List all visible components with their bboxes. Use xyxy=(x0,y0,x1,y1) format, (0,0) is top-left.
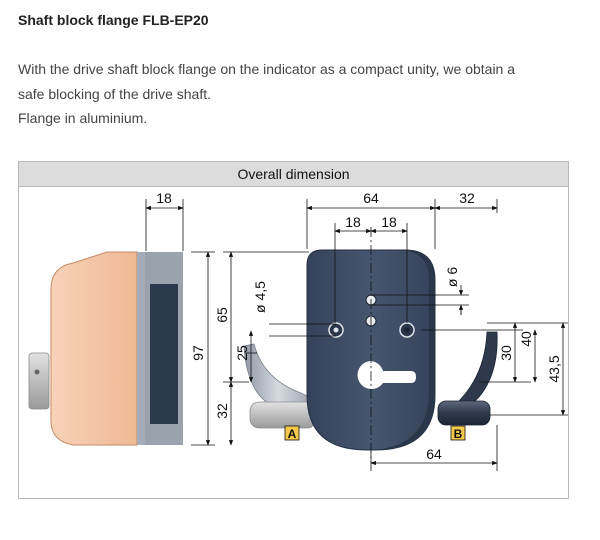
dim-diameter-4-5: ø 4,5 xyxy=(252,281,268,313)
dim-18-right: 18 xyxy=(381,214,397,230)
flange-edge xyxy=(373,250,435,450)
dimension-lines xyxy=(145,199,573,471)
dimension-figure: Overall dimension xyxy=(18,161,573,499)
lever-b xyxy=(453,331,498,406)
dim-65: 65 xyxy=(214,307,230,323)
dim-18-top: 18 xyxy=(156,190,172,206)
indicator-knob xyxy=(28,352,50,410)
description-line-3: Flange in aluminium. xyxy=(18,110,148,126)
front-view xyxy=(243,227,498,463)
label-b-box xyxy=(450,425,466,441)
lever-b-knob xyxy=(437,400,491,426)
description-line-2: safe blocking of the drive shaft. xyxy=(18,85,211,102)
dim-64-top: 64 xyxy=(363,190,379,206)
label-a-text: A xyxy=(288,427,297,441)
label-a-box xyxy=(284,425,300,441)
dim-32-top: 32 xyxy=(459,190,475,206)
dim-64-bottom: 64 xyxy=(426,446,442,462)
dim-40: 40 xyxy=(518,331,534,347)
figure-body: 18 64 32 18 18 97 65 32 25 ø 4,5 ø 6 30 … xyxy=(19,187,573,499)
product-description: With the drive shaft block flange on the… xyxy=(18,57,588,131)
side-view xyxy=(28,251,183,446)
dim-diameter-6: ø 6 xyxy=(444,267,460,287)
description-line-1: With the drive shaft block flange on the… xyxy=(18,61,516,77)
dim-30: 30 xyxy=(498,345,514,361)
label-b-text: B xyxy=(454,427,463,441)
hole-right-center xyxy=(404,327,410,333)
page-title: Shaft block flange FLB-EP20 xyxy=(18,12,209,28)
hole-left-center xyxy=(333,327,339,333)
dim-97: 97 xyxy=(190,345,206,361)
flange-side-edge xyxy=(137,252,145,445)
knob-screw-icon xyxy=(34,369,40,375)
flange-side-block xyxy=(150,284,178,424)
dim-25: 25 xyxy=(234,345,250,361)
dim-32-side: 32 xyxy=(214,403,230,419)
label-b: B xyxy=(450,425,466,441)
lever-a-knob xyxy=(249,401,317,429)
figure-header: Overall dimension xyxy=(19,162,568,187)
label-a: A xyxy=(284,425,300,441)
dim-18-left: 18 xyxy=(345,214,361,230)
technical-drawing: 18 64 32 18 18 97 65 32 25 ø 4,5 ø 6 30 … xyxy=(28,190,573,471)
indicator-body xyxy=(50,251,138,446)
dim-43-5: 43,5 xyxy=(546,355,562,382)
